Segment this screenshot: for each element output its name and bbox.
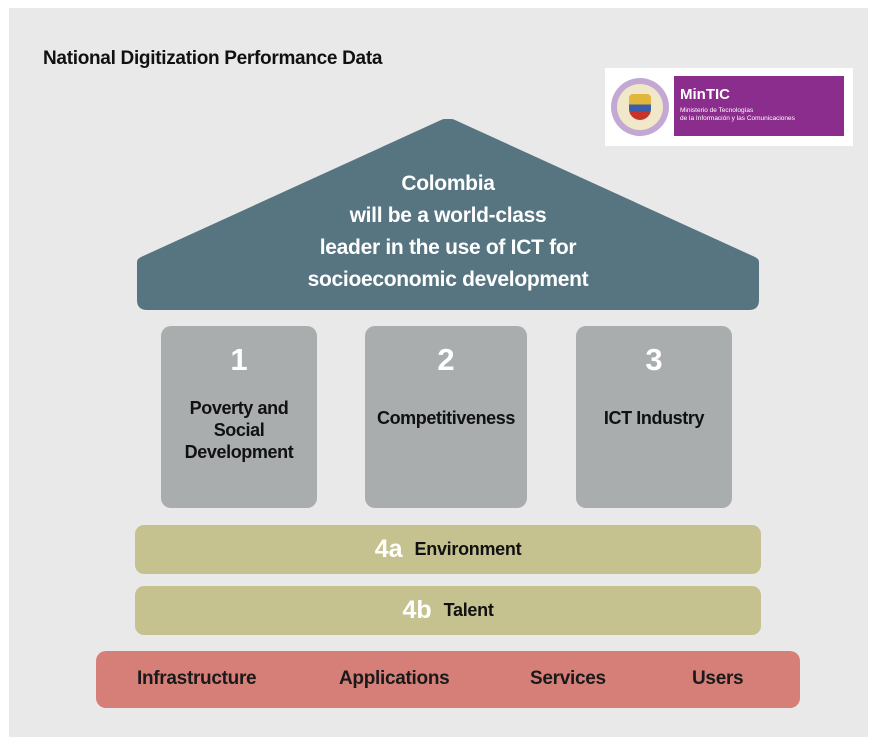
pillar-label: ICT Industry <box>576 407 732 429</box>
brand-subtitle: Ministerio de Tecnologías de la Informac… <box>680 107 795 123</box>
band-environment: 4a Environment <box>135 525 761 574</box>
band-number: 4a <box>374 535 403 563</box>
colombia-seal-icon <box>611 78 669 136</box>
pillar-poverty-social-development: 1 Poverty and Social Development <box>161 326 317 508</box>
base-item-infrastructure: Infrastructure <box>137 668 257 689</box>
brand-subtitle-line-1: Ministerio de Tecnologías <box>680 107 754 114</box>
pillar-number: 2 <box>437 342 455 377</box>
pillar-competitiveness: 2 Competitiveness <box>365 326 527 508</box>
mintic-brand-box: MinTIC Ministerio de Tecnologías de la I… <box>674 76 844 136</box>
pillar-label: Poverty and Social Development <box>161 397 317 463</box>
pillar-number: 1 <box>230 342 248 377</box>
band-label: Environment <box>414 539 522 559</box>
pillar-label-line: Competitiveness <box>376 408 516 428</box>
pillar-label-line: Poverty and <box>189 398 289 418</box>
vision-line-2: will be a world-class <box>349 204 547 227</box>
foundation-base: Infrastructure Applications Services Use… <box>96 651 800 708</box>
pillar-ict-industry: 3 ICT Industry <box>576 326 732 508</box>
band-talent: 4b Talent <box>135 586 761 635</box>
brand-name: MinTIC <box>680 86 730 103</box>
vision-roof: Colombia will be a world-class leader in… <box>137 119 759 310</box>
pillar-label: Competitiveness <box>365 407 527 429</box>
roof-shape <box>137 119 759 310</box>
vision-line-1: Colombia <box>401 172 495 195</box>
vision-line-3: leader in the use of ICT for <box>319 236 577 259</box>
base-item-applications: Applications <box>339 668 450 689</box>
band-label: Talent <box>443 600 494 620</box>
mintic-logo: MinTIC Ministerio de Tecnologías de la I… <box>605 68 853 146</box>
base-item-users: Users <box>692 668 744 689</box>
band-number: 4b <box>402 596 432 624</box>
pillar-label-line: ICT Industry <box>603 408 705 428</box>
brand-subtitle-line-2: de la Información y las Comunicaciones <box>680 115 795 122</box>
base-item-services: Services <box>530 668 606 689</box>
diagram-title: National Digitization Performance Data <box>43 48 383 69</box>
vision-statement: Colombia will be a world-class leader in… <box>137 168 759 296</box>
pillar-number: 3 <box>645 342 663 377</box>
pillar-label-line: Development <box>184 442 294 462</box>
pillar-label-line: Social <box>213 420 265 440</box>
vision-line-4: socioeconomic development <box>307 268 589 291</box>
